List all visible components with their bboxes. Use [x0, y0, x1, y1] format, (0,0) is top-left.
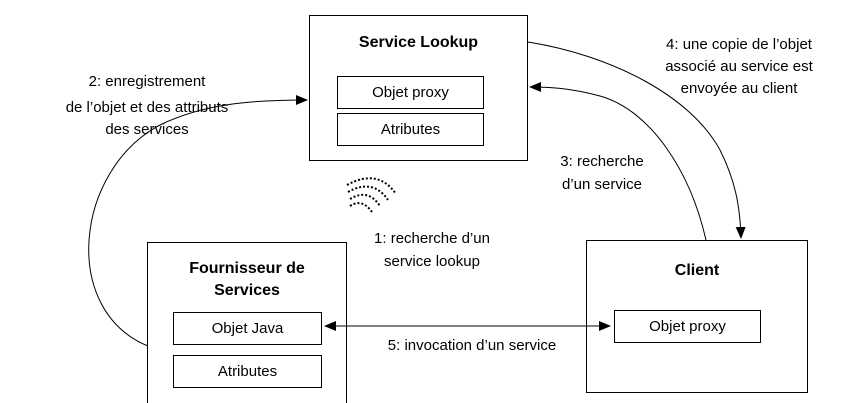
client-box: Client Objet proxy — [586, 240, 808, 393]
client-proxy-object: Objet proxy — [614, 310, 761, 343]
service-provider-box: Fournisseur de Services Objet Java Atrib… — [147, 242, 347, 403]
step4-label-line1: 4: une copie de l’objet — [666, 36, 812, 53]
arrow-step2 — [88, 95, 308, 347]
service-lookup-proxy-object: Objet proxy — [337, 76, 484, 109]
service-lookup-title: Service Lookup — [358, 34, 479, 51]
step2-label-line1: 2: enregistrement — [88, 73, 206, 90]
step1-label-line1: 1: recherche d’un — [374, 230, 490, 247]
client-title: Client — [674, 262, 720, 279]
service-provider-title-line2: Services — [214, 282, 280, 299]
arrow-step4 — [527, 41, 746, 239]
service-lookup-box: Service Lookup Objet proxy Atributes — [309, 15, 528, 161]
service-provider-attributes: Atributes — [173, 355, 322, 388]
service-provider-java-object: Objet Java — [173, 312, 322, 345]
step2-label-line2: de l’objet et des attributs — [65, 99, 229, 116]
arrow-step3 — [529, 82, 707, 241]
step2-label-line3: des services — [105, 121, 189, 138]
service-provider-title-line1: Fournisseur de — [189, 260, 305, 277]
step4-label-line2: associé au service est — [665, 58, 813, 75]
step1-label-line2: service lookup — [384, 253, 480, 270]
step5-label: 5: invocation d’un service — [387, 337, 557, 354]
step3-label-line1: 3: recherche — [560, 153, 644, 170]
service-lookup-attributes: Atributes — [337, 113, 484, 146]
broadcast-signal-icon — [346, 177, 397, 213]
step4-label-line3: envoyée au client — [680, 80, 798, 97]
step3-label-line2: d’un service — [561, 176, 643, 193]
